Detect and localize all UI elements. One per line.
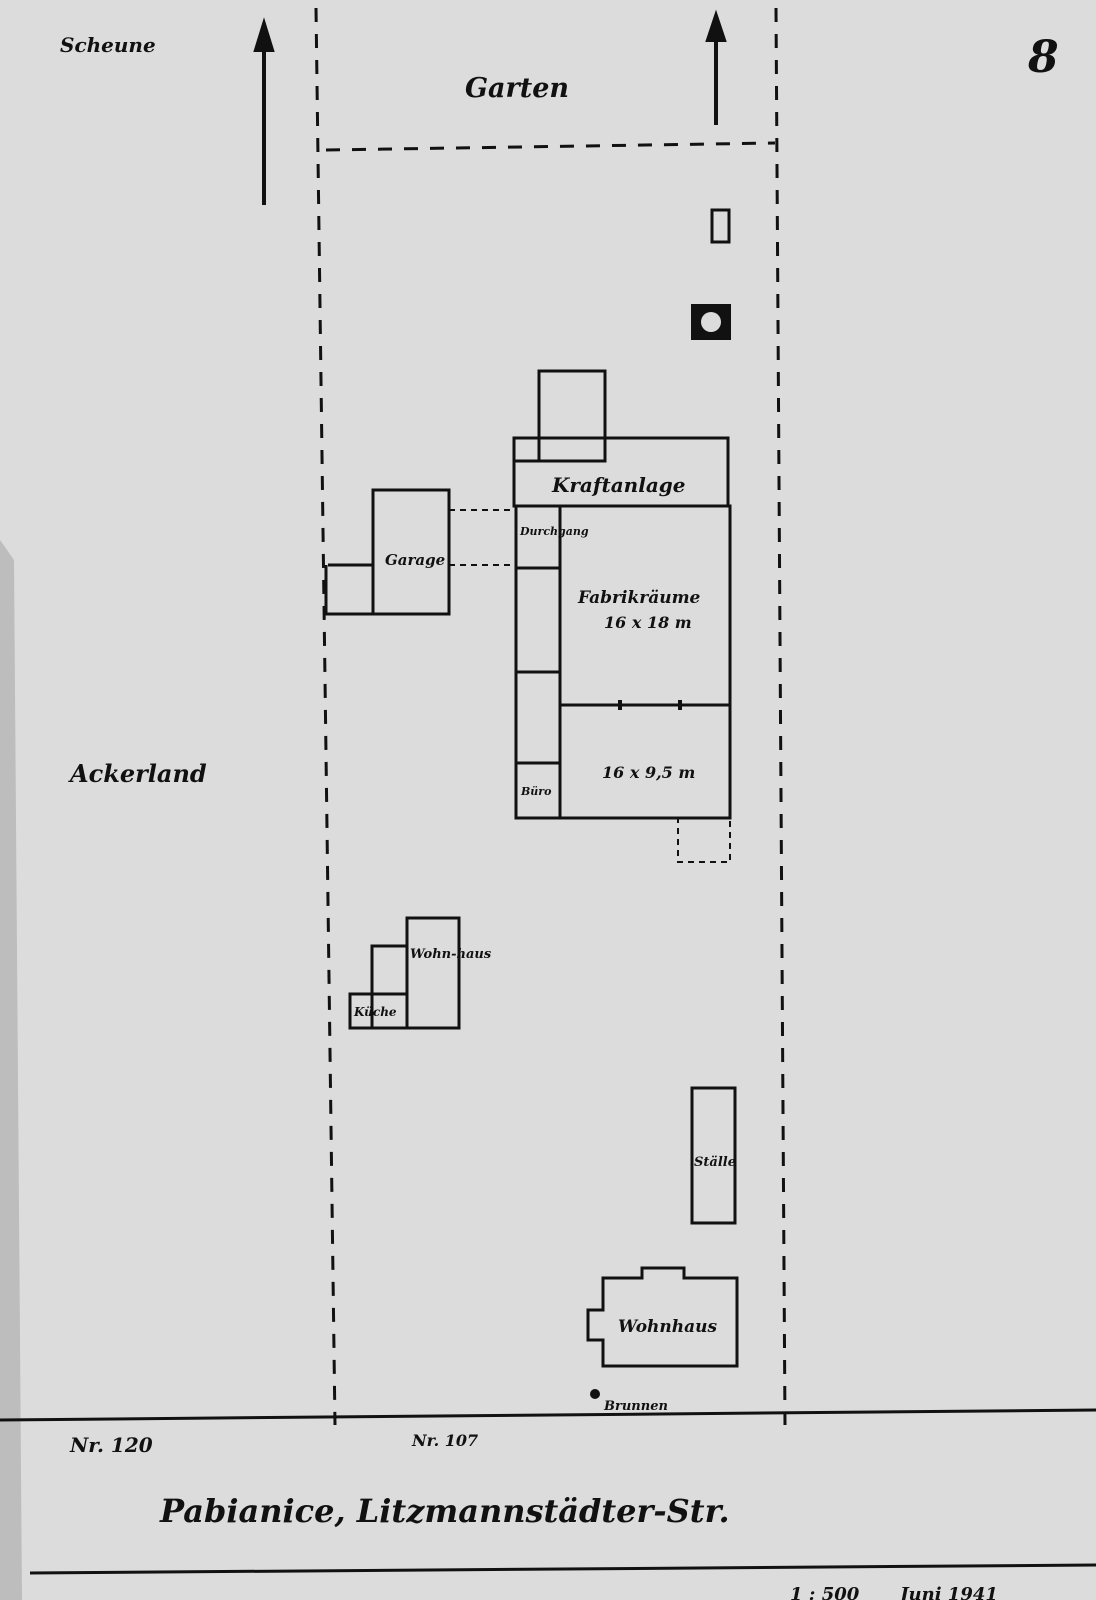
- label-gateway: Durchgang: [519, 525, 589, 538]
- garden-boundary-line: [325, 141, 776, 152]
- label-garage: Garage: [385, 551, 445, 569]
- label-lot-right: Nr. 107: [411, 1431, 478, 1450]
- chimney-opening: [701, 312, 721, 332]
- label-scale: 1 : 500: [790, 1584, 860, 1600]
- label-office: Büro: [520, 785, 551, 798]
- label-power-plant: Kraftanlage: [551, 473, 686, 497]
- label-barn: Scheune: [60, 33, 156, 57]
- stable-building: [690, 1086, 737, 1225]
- well-icon: [590, 1389, 600, 1399]
- label-factory-rooms: Fabrikräume: [577, 588, 701, 608]
- arrow-right-head-icon: [705, 9, 727, 42]
- label-field: Ackerland: [68, 759, 207, 788]
- label-lot-left: Nr. 120: [69, 1433, 153, 1457]
- arrow-left-head-icon: [253, 17, 275, 52]
- street-line-bottom: [29, 1563, 1096, 1575]
- label-stable: Ställe: [694, 1155, 736, 1170]
- label-garden: Garten: [465, 73, 569, 104]
- page-number: 8: [1027, 32, 1059, 83]
- property-boundary-right: [774, 7, 787, 1426]
- label-factory-lower-dim: 16 x 9,5 m: [602, 763, 695, 782]
- paper-edge-shadow: [0, 540, 22, 1600]
- label-small-house: Wohn-haus: [410, 947, 492, 962]
- main-house: [586, 1266, 739, 1368]
- factory-building: [558, 504, 732, 820]
- label-factory-upper-dim: 16 x 18 m: [604, 613, 692, 632]
- label-location: Pabianice, Litzmannstädter-Str.: [159, 1492, 730, 1530]
- property-boundary-left: [314, 7, 337, 1426]
- label-kitchen: Küche: [353, 1005, 397, 1019]
- small-shed: [710, 208, 731, 244]
- kitchen-annex: [348, 992, 409, 1030]
- garage-building: [371, 488, 451, 616]
- label-well: Brunnen: [603, 1399, 668, 1414]
- annex-dashed: [677, 817, 731, 863]
- label-date: Juni 1941: [897, 1584, 998, 1600]
- street-line-top: [0, 1408, 1096, 1422]
- label-main-house: Wohnhaus: [618, 1317, 717, 1337]
